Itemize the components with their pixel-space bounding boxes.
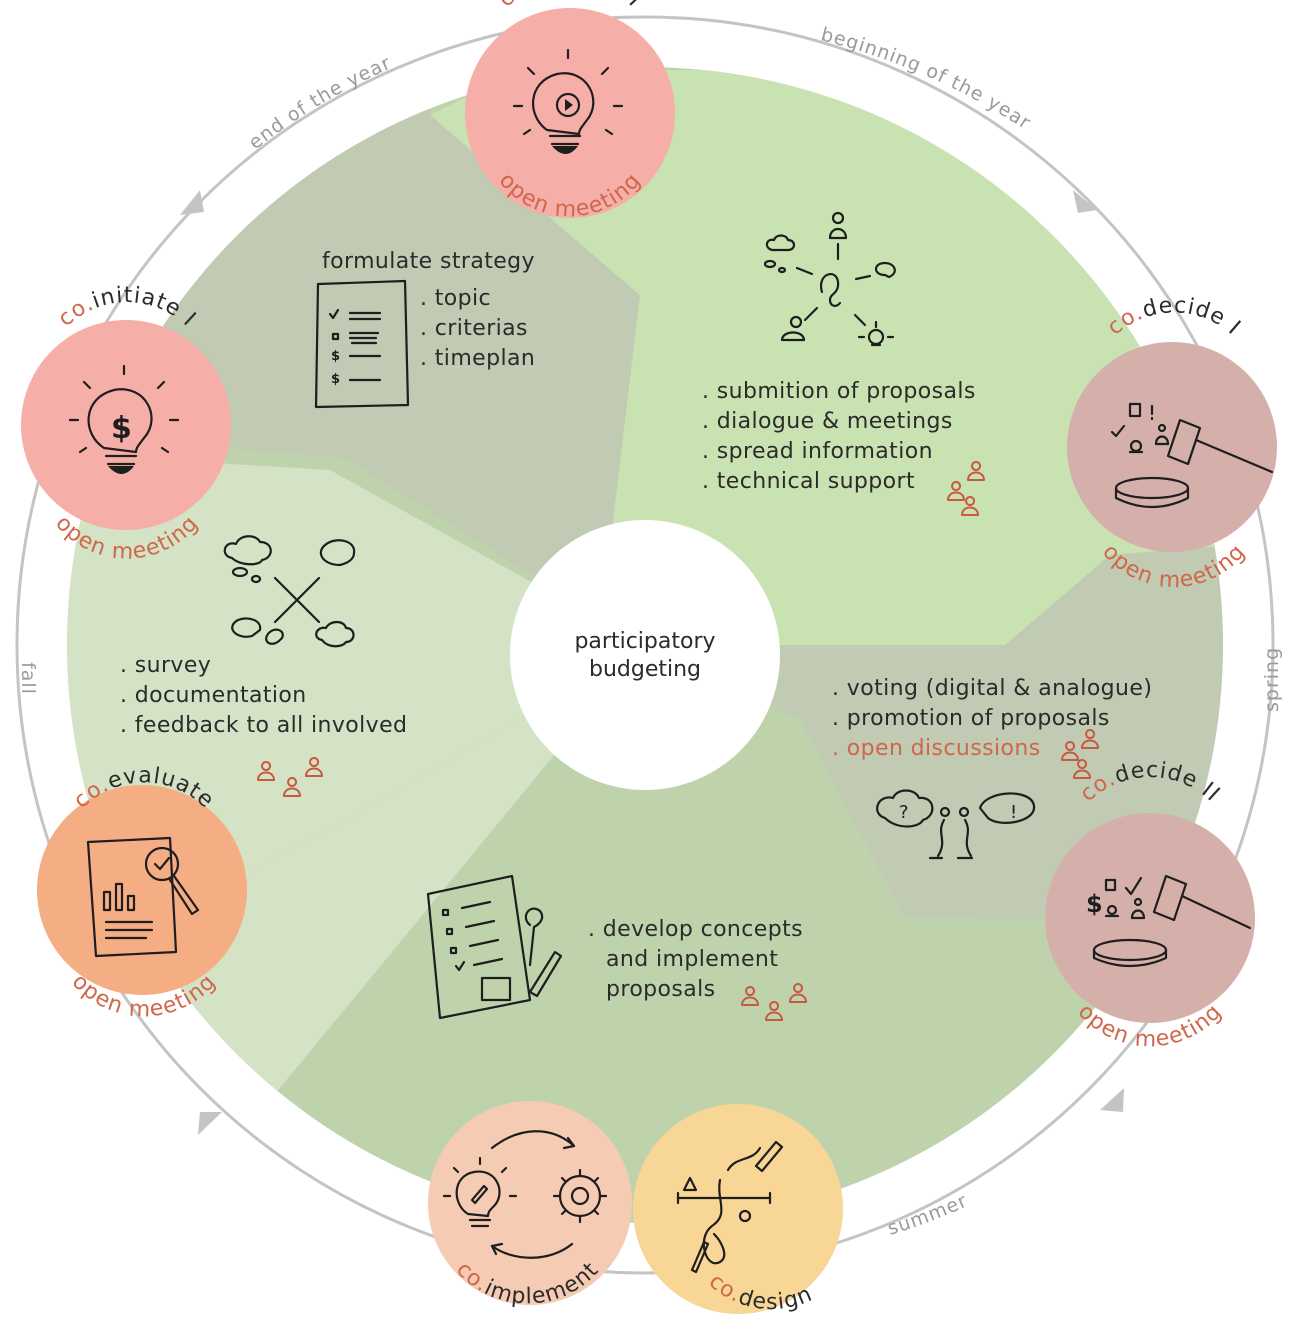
season-spring: spring	[1261, 647, 1283, 712]
season-ring	[15, 15, 1275, 1275]
ring-arrow-bottom-left	[198, 1112, 222, 1135]
ear-ideas-icon	[763, 211, 896, 347]
svg-text:co.decide I: co.decide I	[1103, 293, 1246, 340]
voting-highlight: . open discussions	[832, 736, 1041, 761]
badge-prefix: co.	[493, 0, 537, 12]
concepts-item-2: and implement	[606, 947, 778, 972]
plan-tools-icon	[426, 874, 563, 1020]
svg-text:$: $	[111, 411, 132, 446]
season-fall: fall	[17, 662, 39, 695]
badge-implement: co.implement	[428, 1101, 632, 1310]
evaluation-item-3: . feedback to all involved	[120, 713, 407, 738]
discussion-icon: ? !	[876, 789, 1036, 860]
proposals-item-3: . spread information	[702, 439, 933, 464]
report-magnifier-icon	[86, 836, 200, 958]
proposals-item-4: . technical support	[702, 469, 915, 494]
badge-name: decide I	[1140, 293, 1246, 340]
lightbulb-dollar-icon: $	[68, 364, 180, 474]
pencil-sketch-icon	[676, 1140, 784, 1274]
proposals-item-2: . dialogue & meetings	[702, 409, 953, 434]
lightbulb-play-icon	[512, 48, 624, 154]
center-circle	[510, 520, 780, 790]
concepts-item-3: proposals	[606, 977, 716, 1002]
people-icon	[257, 757, 323, 797]
svg-text:?: ?	[899, 802, 909, 823]
strategy-item-3: . timeplan	[420, 346, 535, 371]
section-evaluation: . survey . documentation . feedback to a…	[120, 535, 407, 797]
svg-text:$: $	[331, 349, 340, 364]
strategy-title: formulate strategy	[322, 249, 535, 274]
ring-arrow-top-left	[180, 190, 204, 215]
section-proposals: . submition of proposals . dialogue & me…	[702, 211, 985, 516]
strategy-item-2: . criterias	[420, 316, 528, 341]
badge-prefix: co.	[53, 291, 97, 332]
checklist-icon: $ $	[314, 279, 410, 409]
clouds-arrows-icon	[223, 535, 356, 648]
center-title-line2: budgeting	[589, 657, 701, 682]
evaluation-item-1: . survey	[120, 653, 211, 678]
concepts-item-1: . develop concepts	[588, 917, 803, 942]
evaluation-item-2: . documentation	[120, 683, 307, 708]
section-strategy: formulate strategy $ $ . topic . criteri…	[314, 249, 535, 409]
badge-design: co.design	[633, 1104, 843, 1315]
people-icon	[947, 461, 985, 516]
section-concepts: . develop concepts and implement proposa…	[426, 874, 807, 1021]
season-summer: summer	[885, 1190, 971, 1240]
section-voting: . voting (digital & analogue) . promotio…	[832, 676, 1152, 860]
proposals-item-1: . submition of proposals	[702, 379, 976, 404]
voting-item-2: . promotion of proposals	[832, 706, 1110, 731]
gavel-icon: $	[1086, 874, 1252, 968]
center-title-line1: participatory	[574, 629, 715, 654]
svg-text:!: !	[1010, 802, 1017, 823]
svg-text:$: $	[1086, 890, 1103, 918]
ring-arrow-top-right	[1073, 190, 1097, 213]
lightbulb-gear-icon	[442, 1130, 608, 1259]
people-icon	[741, 983, 807, 1021]
ring-arrow-bottom-right	[1100, 1088, 1124, 1112]
people-icon	[1061, 729, 1099, 779]
strategy-item-1: . topic	[420, 286, 491, 311]
svg-text:$: $	[331, 372, 340, 387]
gavel-icon	[1110, 402, 1274, 508]
voting-item-1: . voting (digital & analogue)	[832, 676, 1152, 701]
